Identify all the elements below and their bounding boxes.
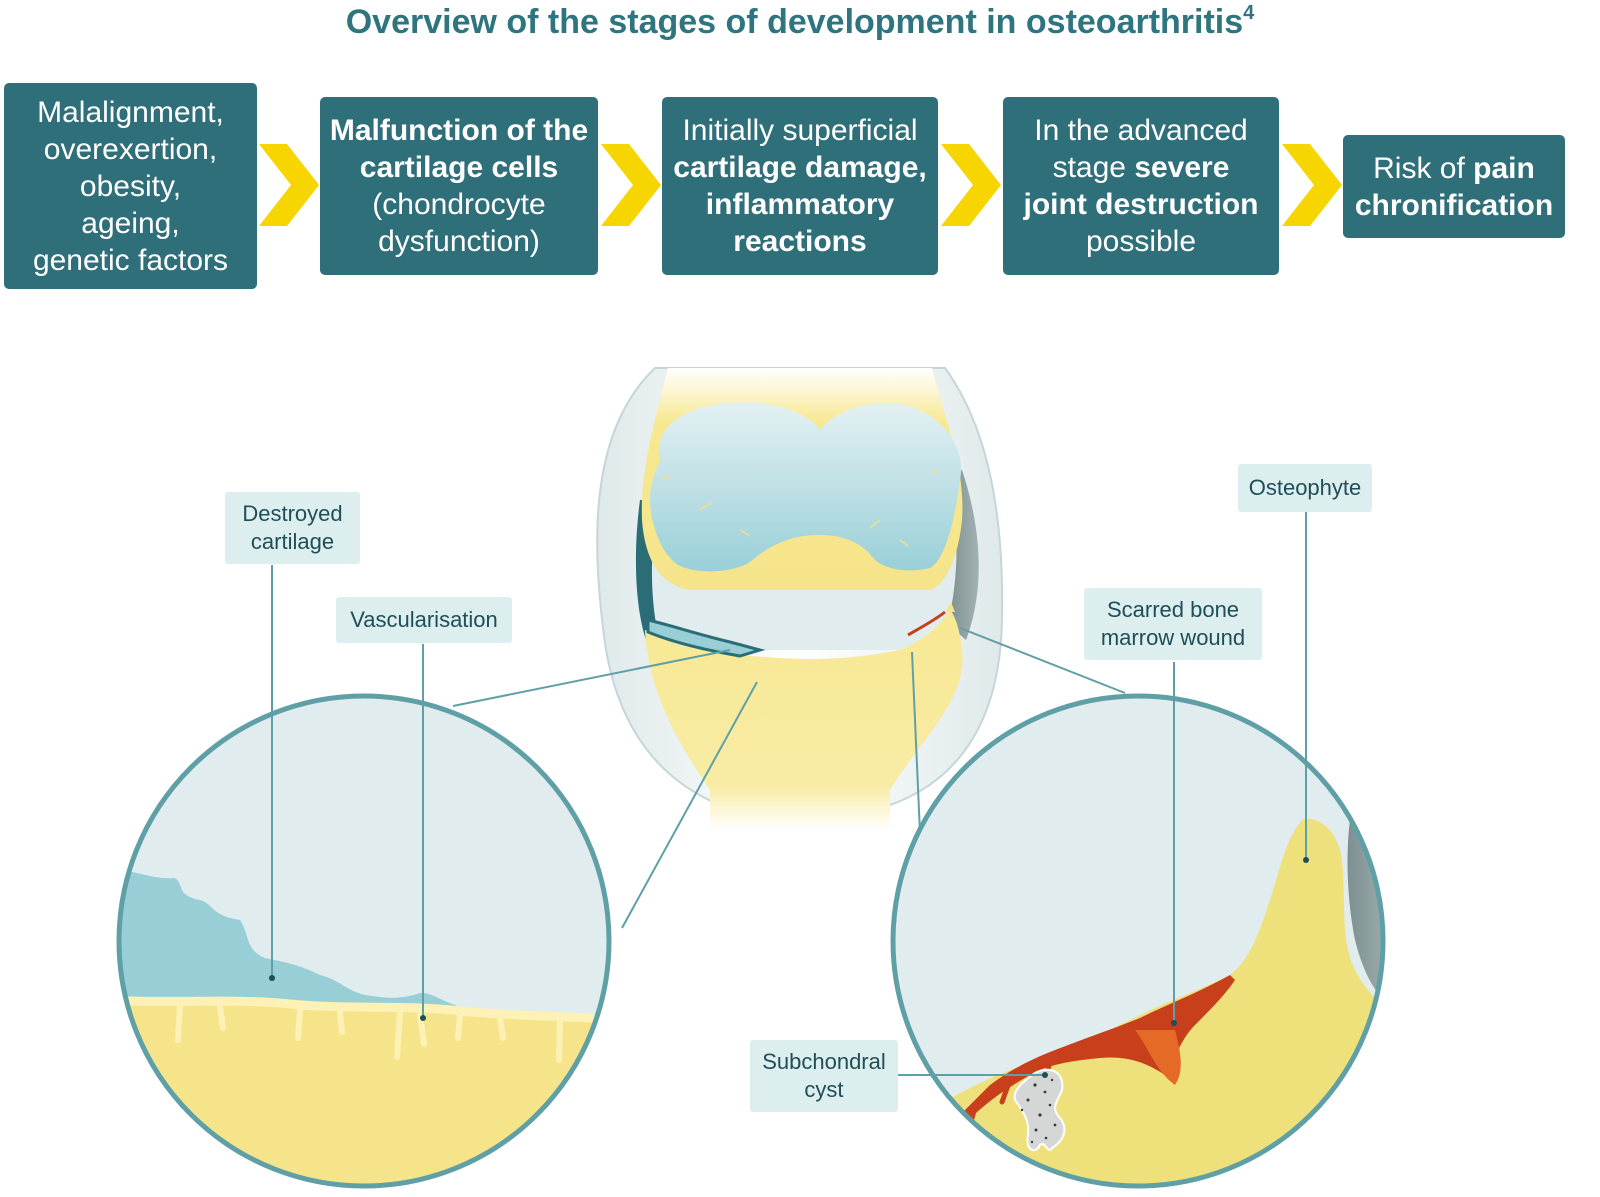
stage-text-segment: inflammatory	[705, 188, 895, 221]
bone-surface-left	[119, 1000, 609, 1186]
stage-text-segment: Malalignment,	[37, 95, 224, 129]
stage-text-segment: severe	[1134, 151, 1230, 184]
stage-text-segment: chronification	[1354, 188, 1554, 222]
stage-text-line: Initially superficial	[682, 112, 917, 149]
label-text-line: cartilage	[250, 529, 335, 554]
label-scarred-bone-marrow-wound: Scarred bone marrow wound	[1084, 588, 1262, 660]
label-text-line: marrow wound	[1100, 625, 1246, 650]
label-subchondral-cyst: Subchondral cyst	[750, 1040, 898, 1112]
stage-text-line: inflammatory	[706, 186, 894, 223]
label-text-line: Destroyed	[242, 501, 343, 526]
label-text-line: Vascularisation	[350, 607, 498, 632]
stage-text-segment: (chondrocyte	[372, 188, 546, 221]
label-destroyed-cartilage: Destroyed cartilage	[225, 492, 360, 564]
stage-text-segment: reactions	[733, 225, 867, 258]
stage-text-segment: Malfunction of the	[329, 114, 589, 147]
magnified-view-right	[893, 696, 1383, 1186]
stage-text-line: Malfunction of the	[330, 112, 588, 149]
stage-text-line: (chondrocyte	[372, 186, 545, 223]
subchondral-cyst-shape	[1013, 1068, 1066, 1152]
stage-text-segment: genetic factors	[32, 243, 229, 277]
stage-text-segment: joint destruction	[1023, 188, 1259, 221]
label-text-line: Osteophyte	[1248, 475, 1362, 500]
stage-text-segment: overexertion,	[43, 132, 218, 166]
stage-text-segment: dysfunction)	[378, 225, 540, 258]
stage-text-line: Risk of pain	[1373, 150, 1535, 187]
label-osteophyte: Osteophyte	[1238, 464, 1372, 512]
label-text-line: cyst	[804, 1077, 844, 1102]
stage-text-segment: possible	[1085, 225, 1197, 258]
label-text-line: Subchondral	[762, 1049, 886, 1074]
stage-text-line: obesity,	[80, 168, 181, 205]
stage-text-line: genetic factors	[33, 242, 228, 279]
stage-text-segment: cartilage cells	[359, 151, 559, 184]
label-text-line: Scarred bone	[1106, 597, 1240, 622]
magnified-view-left	[119, 696, 609, 1186]
stage-text-line: reactions	[733, 223, 866, 260]
stage-text-line: overexertion,	[44, 131, 217, 168]
stage-text-segment: pain	[1473, 151, 1535, 185]
chevron-arrow-icon	[1282, 144, 1342, 226]
chevron-arrow-icon	[941, 144, 1001, 226]
stage-text-segment: In the advanced	[1034, 114, 1248, 147]
stage-text-line: ageing,	[81, 205, 179, 242]
stage-text-line: joint destruction	[1024, 186, 1259, 223]
stage-text-line: In the advanced	[1034, 112, 1248, 149]
stage-text-line: chronification	[1355, 187, 1553, 224]
tibia-cartilage-remnant	[646, 618, 766, 658]
stage-text-segment: ageing,	[81, 206, 180, 240]
osteophyte-grey-right	[1347, 790, 1383, 1010]
stage-box-cartilage-damage: Initially superficial cartilage damage, in…	[662, 97, 938, 275]
stage-text-segment: Initially superficial	[682, 114, 918, 147]
stage-text-segment: Risk of	[1373, 151, 1474, 185]
chevron-arrow-icon	[259, 144, 319, 226]
page-title: Overview of the stages of development in…	[345, 2, 1255, 41]
stage-text-segment: obesity,	[79, 169, 182, 203]
stage-text-segment: cartilage damage,	[673, 151, 927, 184]
femur-cartilage	[650, 402, 962, 572]
label-vascularisation: Vascularisation	[336, 597, 512, 643]
stage-text-line: stage severe	[1053, 149, 1230, 186]
scarred-wound	[960, 975, 1235, 1120]
stage-text-line: Malalignment,	[37, 94, 224, 131]
stage-text-line: cartilage cells	[360, 149, 558, 186]
stage-box-chondrocyte-dysfunction: Malfunction of the cartilage cells (chondr…	[320, 97, 598, 275]
osteophyte-bone	[893, 819, 1383, 1186]
tibia-bone	[645, 610, 963, 830]
chevron-arrow-icon	[601, 144, 661, 226]
stage-text-line: possible	[1086, 223, 1196, 260]
stage-text-segment: stage	[1052, 151, 1135, 184]
stage-box-causes: Malalignment,overexertion,obesity,ageing…	[4, 83, 257, 289]
stage-text-line: dysfunction)	[378, 223, 540, 260]
stage-text-line: cartilage damage,	[673, 149, 926, 186]
